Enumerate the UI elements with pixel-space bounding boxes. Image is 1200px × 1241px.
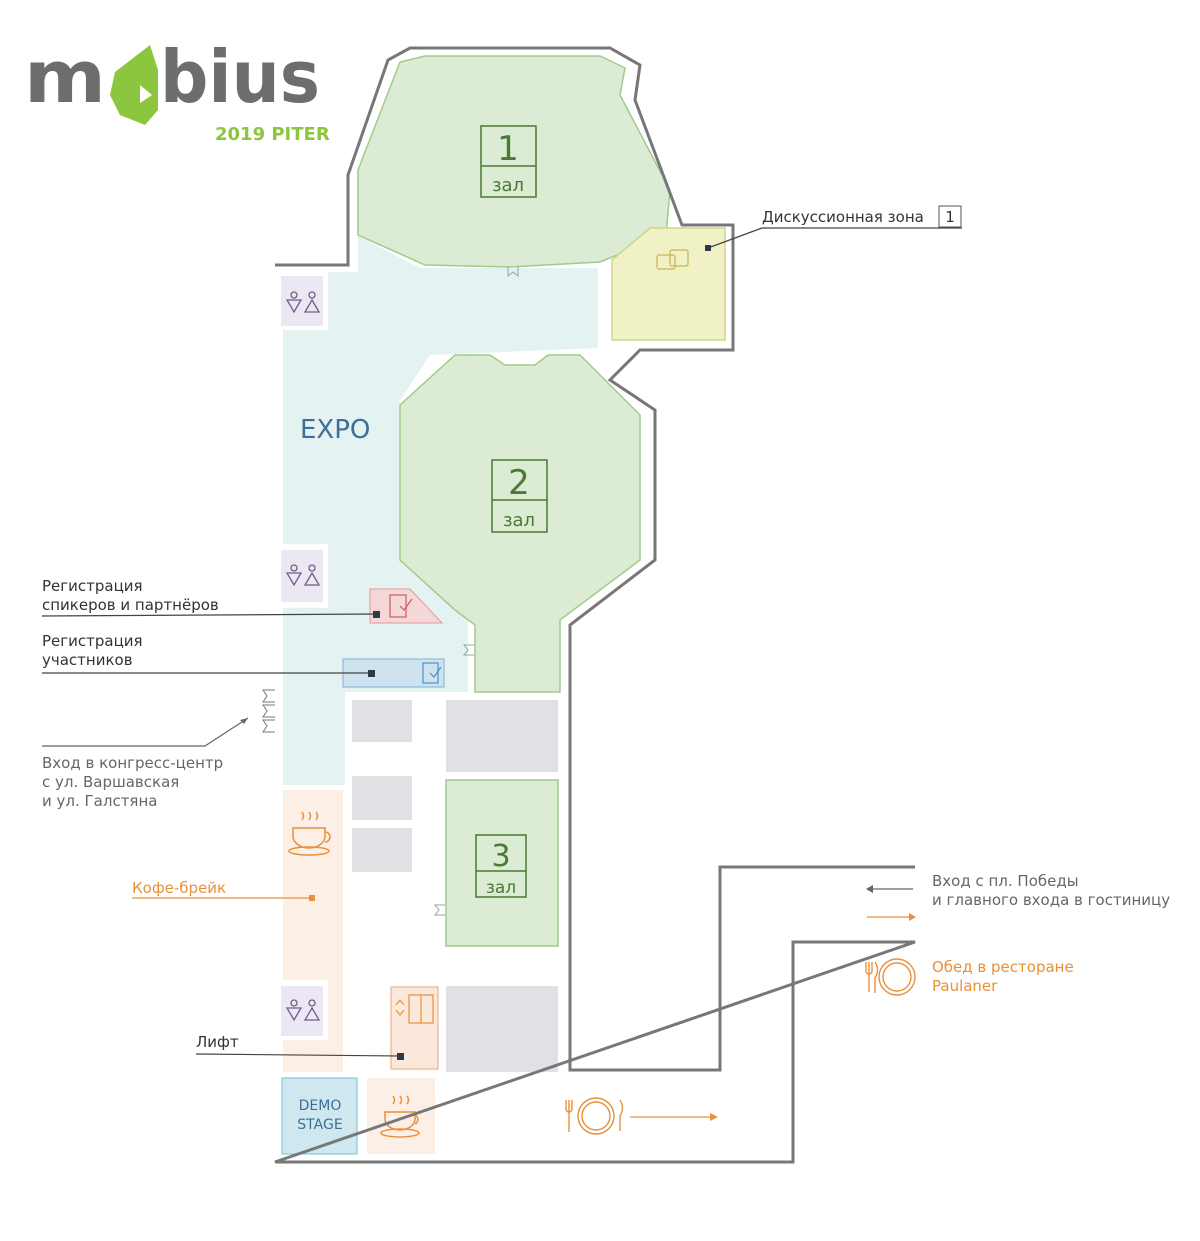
hall-2[interactable]: 2 зал	[399, 354, 641, 693]
entrance-door-icon	[262, 689, 275, 733]
arrow-right-icon	[710, 1113, 718, 1121]
discussion-zone-label: Дискуссионная зона	[762, 208, 924, 226]
elevator-icon	[395, 994, 434, 1024]
arrow-left-icon	[866, 885, 873, 893]
hall-3[interactable]: 3 зал	[433, 779, 559, 947]
checklist-icon	[422, 662, 442, 684]
expo-area	[283, 236, 598, 785]
expo-label: EXPO	[300, 415, 370, 445]
door-icon	[462, 644, 474, 656]
legend-attendee-registration: Регистрация участников	[42, 632, 375, 677]
attendee-registration-line2: участников	[42, 651, 133, 669]
legend-congress-entrance: Вход в конгресс-центр с ул. Варшавская и…	[42, 717, 249, 810]
speaker-registration-line1: Регистрация	[42, 577, 143, 595]
hall-1[interactable]: 1 зал	[357, 55, 671, 278]
logo-subtitle: 2019 PITER	[215, 124, 330, 145]
discussion-zone-number: 1	[945, 208, 955, 226]
logo-emblem-icon	[110, 45, 158, 125]
coffee-point[interactable]	[367, 1078, 435, 1154]
lunch-line2: Paulaner	[932, 977, 998, 995]
speaker-registration-desk[interactable]	[369, 588, 444, 624]
mobius-logo: m bius 2019 PITER	[24, 35, 330, 145]
logo-letters-bius: bius	[160, 35, 320, 119]
discussion-zone[interactable]	[611, 227, 726, 341]
hall-2-number: 2	[508, 463, 530, 503]
congress-entrance-line3: и ул. Галстяна	[42, 792, 157, 810]
hall-3-number: 3	[491, 839, 510, 874]
lunch-line1: Обед в ресторане	[932, 958, 1074, 976]
restrooms	[278, 270, 328, 1040]
logo-emblem-detail	[140, 85, 152, 103]
demo-stage-line2: STAGE	[297, 1117, 342, 1133]
demo-stage[interactable]: DEMO STAGE	[281, 1077, 358, 1155]
arrow-right-icon	[909, 913, 916, 921]
coffee-cup-icon	[380, 1095, 420, 1138]
exhibit-blocks	[352, 700, 558, 1072]
legend-lunch: Обед в ресторане Paulaner	[865, 958, 1074, 996]
hall-1-number: 1	[497, 129, 519, 169]
victory-entrance-line2: и главного входа в гостиницу	[932, 891, 1170, 909]
logo-letter-m: m	[24, 35, 106, 119]
door-icon	[507, 266, 519, 278]
speaker-registration-line2: спикеров и партнёров	[42, 596, 219, 614]
door-icon	[433, 904, 445, 916]
victory-entrance-line1: Вход с пл. Победы	[932, 872, 1079, 890]
congress-entrance-line2: с ул. Варшавская	[42, 773, 179, 791]
elevator-label: Лифт	[196, 1033, 239, 1051]
congress-entrance-line1: Вход в конгресс-центр	[42, 754, 223, 772]
hall-1-label: зал	[492, 175, 524, 196]
coffee-break-label: Кофе-брейк	[132, 879, 226, 897]
plate-cutlery-icon	[865, 958, 916, 996]
legend-discussion-zone: Дискуссионная зона 1	[705, 205, 962, 251]
legend-coffee-break: Кофе-брейк	[132, 879, 315, 901]
checklist-icon	[389, 594, 413, 618]
legend-victory-entrance: Вход с пл. Победы и главного входа в гос…	[866, 872, 1170, 921]
chat-bubbles-icon	[656, 249, 689, 270]
legend-elevator: Лифт	[195, 1033, 404, 1060]
demo-stage-line1: DEMO	[299, 1098, 342, 1114]
restaurant-direction	[565, 1097, 718, 1135]
attendee-registration-line1: Регистрация	[42, 632, 143, 650]
restroom-icon	[285, 291, 321, 1022]
arrow-icon	[240, 718, 248, 724]
hall-2-label: зал	[503, 510, 535, 531]
hall-3-label: зал	[486, 878, 516, 898]
building-walls	[262, 46, 916, 1164]
coffee-cup-icon	[288, 811, 331, 856]
plate-cutlery-icon	[565, 1097, 624, 1135]
legend-speaker-registration: Регистрация спикеров и партнёров	[41, 577, 380, 618]
